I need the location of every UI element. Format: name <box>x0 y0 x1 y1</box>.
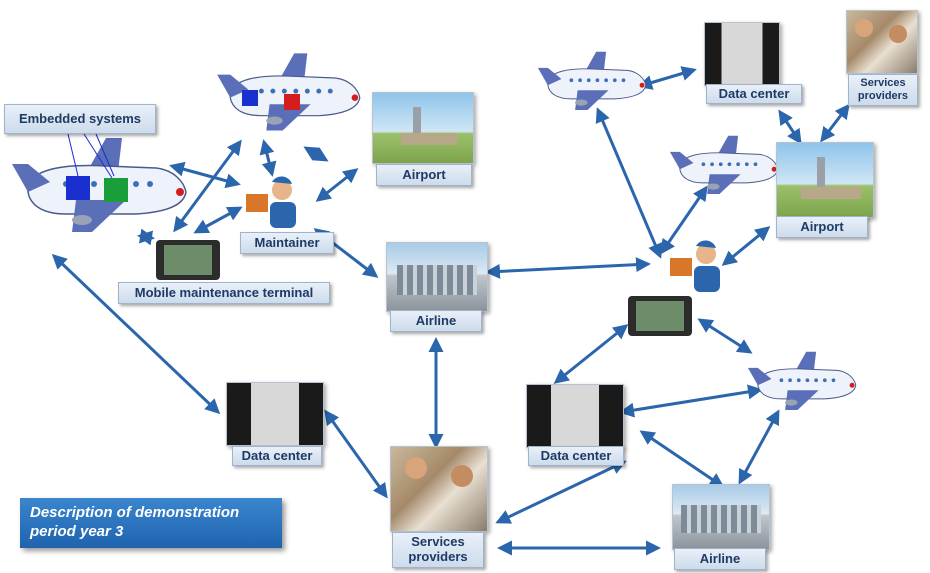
arrow <box>173 139 242 233</box>
airport-label: Airport <box>776 216 868 238</box>
airport-photo[interactable] <box>372 92 474 164</box>
arrow <box>595 107 663 259</box>
arrows <box>51 66 850 556</box>
arrow <box>51 253 221 415</box>
airplane-icon[interactable] <box>216 52 361 132</box>
maintainer-label: Maintainer <box>240 232 334 254</box>
services-photo[interactable] <box>390 446 488 532</box>
airplane-icon[interactable] <box>669 135 779 195</box>
embedded-systems-label: Embedded systems <box>4 104 156 134</box>
maintainer-icon[interactable] <box>670 240 720 292</box>
embedded-box-icons <box>66 90 300 202</box>
arrow <box>778 109 802 145</box>
airplane-icon[interactable] <box>11 137 187 233</box>
services-providers-label: Services providers <box>848 74 918 106</box>
maintainer-icon[interactable] <box>246 176 296 228</box>
services-providers-label: Services providers <box>392 532 484 568</box>
airline-photo[interactable] <box>386 242 488 312</box>
arrow <box>137 228 155 246</box>
datacenter-photo[interactable] <box>226 382 324 446</box>
arrow <box>660 185 708 255</box>
tablet-icon[interactable] <box>628 296 692 336</box>
data-center-label: Data center <box>706 84 802 104</box>
datacenter-photo[interactable] <box>526 384 624 448</box>
airport-photo[interactable] <box>776 142 874 218</box>
description-box: Description of demonstration period year… <box>20 498 282 548</box>
arrow <box>315 168 359 202</box>
tablet-icon[interactable] <box>156 240 220 280</box>
arrow <box>303 146 329 162</box>
arrow <box>553 324 629 384</box>
mobile-maintenance-terminal-label: Mobile maintenance terminal <box>118 282 330 304</box>
arrow <box>485 257 651 279</box>
arrow <box>619 384 763 418</box>
arrow <box>637 66 697 90</box>
arrow <box>639 430 725 488</box>
data-center-label: Data center <box>232 446 322 466</box>
airline-label: Airline <box>390 310 482 332</box>
arrow <box>193 206 243 234</box>
services-photo[interactable] <box>846 10 918 74</box>
arrow <box>324 409 388 499</box>
arrow <box>820 103 850 143</box>
airline-photo[interactable] <box>672 484 770 550</box>
airplane-icon[interactable] <box>537 51 647 111</box>
airline-label: Airline <box>674 548 766 570</box>
datacenter-photo[interactable] <box>704 22 780 86</box>
data-center-label: Data center <box>528 446 624 466</box>
arrow <box>259 139 277 177</box>
arrow <box>721 226 771 266</box>
arrow <box>738 409 780 485</box>
arrow <box>495 460 627 524</box>
airplane-icon[interactable] <box>747 351 857 411</box>
airport-label: Airport <box>376 164 472 186</box>
arrow <box>697 318 753 354</box>
